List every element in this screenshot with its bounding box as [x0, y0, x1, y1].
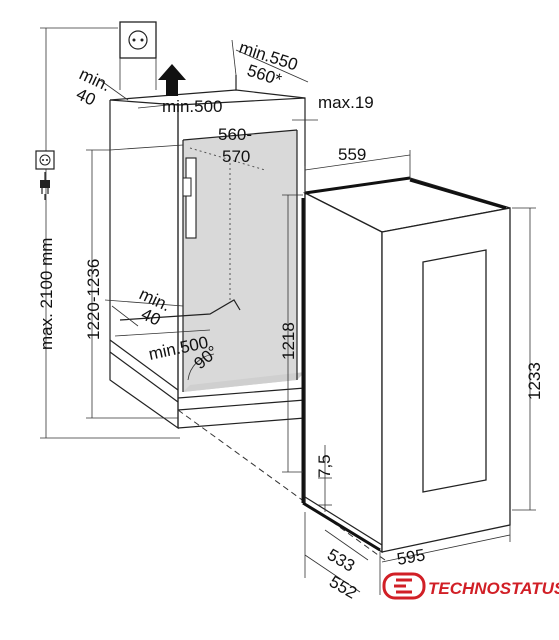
plinth-gap-label: 7,5: [315, 454, 334, 478]
total-appliance-height-label: 1233: [525, 362, 544, 400]
total-appliance-height-dimension: 1233: [512, 207, 544, 511]
wall-socket-icon: [119, 21, 157, 90]
airflow-arrow-icon: [158, 64, 186, 96]
appliance-width-dimension: 559: [304, 145, 411, 193]
plug-icon: [40, 172, 50, 200]
socket-icon: [35, 150, 55, 170]
niche-width-a-label: 560-: [218, 125, 252, 144]
brand-name: TECHNOSTATUS: [428, 579, 559, 598]
appliance-width-label: 559: [338, 145, 366, 164]
niche-height-dimension: 1220-1236: [84, 149, 178, 419]
total-height-dimension: max. 2100 mm: [35, 27, 180, 439]
gap-max-label: max.19: [318, 93, 374, 112]
niche-height-label: 1220-1236: [84, 259, 103, 340]
depth-total-label: 552: [326, 572, 360, 603]
wine-cooler-appliance: [301, 176, 511, 554]
total-height-label: max. 2100 mm: [37, 238, 56, 350]
niche-cabinet: [104, 75, 306, 430]
top-opening-min-label: min.500: [162, 97, 222, 116]
top-dimensions: min.550 560* min. 40 min.500 max.19 560-…: [73, 38, 373, 166]
plinth-gap-dimension: 7,5: [315, 445, 334, 512]
technostatus-logo: TECHNOSTATUS: [382, 572, 559, 600]
body-height-label: 1218: [279, 322, 298, 360]
niche-width-b-label: 570: [222, 147, 250, 166]
body-height-dimension: 1218: [279, 194, 303, 473]
door-width-label: 595: [395, 545, 426, 569]
